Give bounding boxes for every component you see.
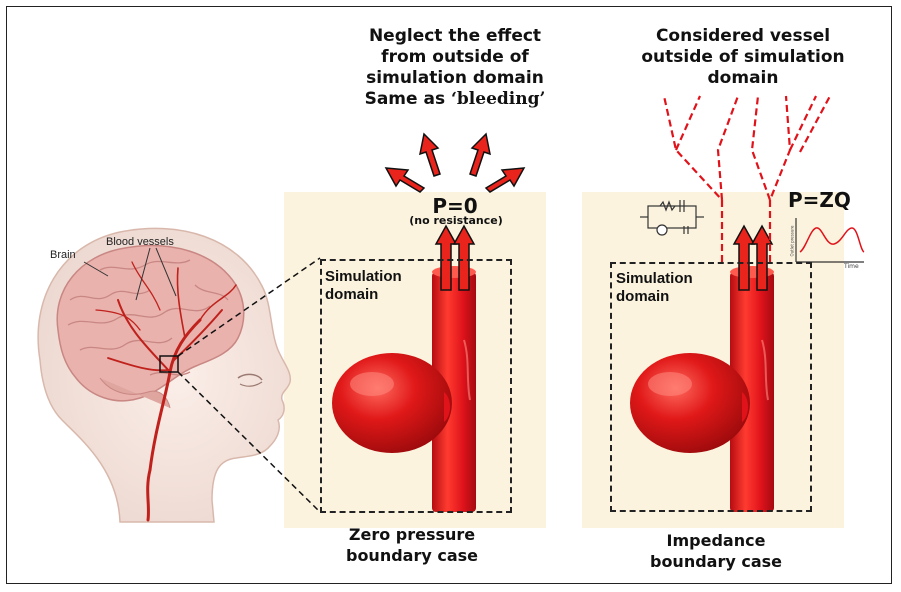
right-caption-line-2: boundary case xyxy=(626,551,806,572)
left-domain-line-1: Simulation xyxy=(325,268,402,286)
left-domain-line-2: domain xyxy=(325,286,402,304)
blood-vessels-label: Blood vessels xyxy=(106,236,174,248)
graph-y-label: Outlet pressure xyxy=(790,213,795,257)
left-heading: Neglect the effect from outside of simul… xyxy=(330,26,580,110)
rcr-circuit-icon xyxy=(640,200,704,235)
right-heading: Considered vessel outside of simulation … xyxy=(618,26,868,89)
left-heading-line-1: Neglect the effect xyxy=(330,26,580,47)
right-heading-line-2: outside of simulation xyxy=(618,47,868,68)
left-heading-line-4: Same as ‘bleeding’ xyxy=(330,89,580,110)
brain-label: Brain xyxy=(50,249,76,261)
right-simulation-domain-label: Simulation domain xyxy=(616,270,693,306)
graph-x-label: Time xyxy=(844,263,859,270)
right-caption-line-1: Impedance xyxy=(626,530,806,551)
left-heading-line-2: from outside of xyxy=(330,47,580,68)
right-domain-line-1: Simulation xyxy=(616,270,693,288)
left-simulation-domain-label: Simulation domain xyxy=(325,268,402,304)
bleeding-arrows xyxy=(386,134,524,192)
no-resistance-label: (no resistance) xyxy=(396,214,516,227)
left-caption-line-1: Zero pressure xyxy=(322,524,502,545)
bleeding-quote: ‘bleeding’ xyxy=(451,89,545,109)
right-heading-line-3: domain xyxy=(618,68,868,89)
impedance-pressure-label: P=ZQ xyxy=(788,188,868,212)
outlet-pressure-graph xyxy=(796,218,864,262)
left-caption-line-2: boundary case xyxy=(322,545,502,566)
left-heading-line-3: simulation domain xyxy=(330,68,580,89)
head-illustration xyxy=(38,228,320,522)
right-heading-line-1: Considered vessel xyxy=(618,26,868,47)
right-caption: Impedance boundary case xyxy=(626,530,806,572)
bleeding-prefix: Same as xyxy=(365,89,451,109)
right-domain-line-2: domain xyxy=(616,288,693,306)
left-caption: Zero pressure boundary case xyxy=(322,524,502,566)
